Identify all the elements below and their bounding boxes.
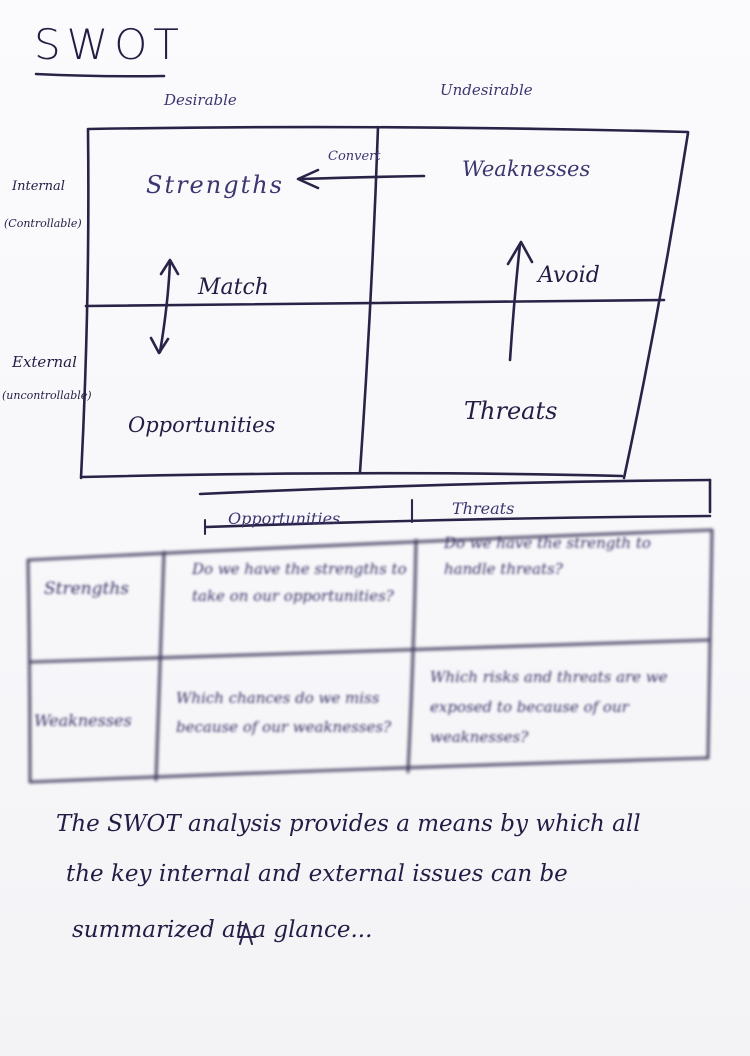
quadrant-weaknesses: Weaknesses bbox=[462, 157, 591, 181]
title-underline bbox=[34, 72, 166, 78]
note-line-1: The SWOT analysis provides a means by wh… bbox=[56, 811, 641, 837]
note-line-3: summarized at a glance... bbox=[72, 917, 373, 943]
swot-box-right bbox=[622, 131, 690, 480]
page-title: SWOT bbox=[34, 20, 185, 69]
row-external: External bbox=[12, 353, 77, 371]
avoid-arrow-head bbox=[506, 240, 534, 266]
quadrant-threats: Threats bbox=[464, 397, 558, 425]
swot-box-midvertical bbox=[358, 125, 380, 474]
swot-box-bottom bbox=[80, 471, 624, 479]
match-label: Match bbox=[198, 275, 269, 300]
matrix-header-top bbox=[198, 478, 712, 496]
row-internal: Internal bbox=[12, 179, 65, 194]
matrix-cell-so: Do we have the strengths to take on our … bbox=[192, 560, 407, 605]
quadrant-strengths: Strengths bbox=[146, 171, 284, 199]
note-scribble bbox=[236, 922, 257, 946]
matrix-row-weaknesses: Weaknesses bbox=[34, 711, 132, 730]
matrix-cell-wt: Which risks and threats are we exposed t… bbox=[430, 668, 668, 746]
column-desirable: Desirable bbox=[164, 91, 237, 109]
matrix-cell-wo: Which chances do we miss because of our … bbox=[176, 689, 392, 736]
matrix-header-bottom bbox=[204, 514, 712, 529]
column-undesirable: Undesirable bbox=[440, 81, 533, 99]
match-arrow bbox=[158, 260, 172, 354]
convert-arrow bbox=[298, 174, 426, 181]
matrix-grid bbox=[26, 528, 714, 784]
swot-box-midhorizontal bbox=[84, 298, 666, 308]
swot-box-top bbox=[86, 125, 690, 134]
match-arrow-head-up bbox=[159, 258, 180, 276]
convert-arrow-head bbox=[296, 168, 320, 190]
row-internal-sub: (Controllable) bbox=[4, 217, 82, 230]
row-external-sub: (uncontrollable) bbox=[2, 389, 92, 402]
avoid-label: Avoid bbox=[538, 263, 600, 288]
avoid-arrow bbox=[508, 242, 522, 362]
swot-box-left bbox=[79, 128, 90, 480]
note-line-2: the key internal and external issues can… bbox=[66, 861, 568, 887]
matrix-cell-st: Do we have the strength to handle threat… bbox=[444, 534, 651, 578]
convert-label: Convert bbox=[328, 149, 381, 164]
matrix-row-strengths: Strengths bbox=[44, 579, 129, 599]
quadrant-opportunities: Opportunities bbox=[128, 413, 276, 437]
matrix-col-threats: Threats bbox=[452, 499, 515, 518]
matrix-col-opportunities: Opportunities bbox=[228, 509, 341, 528]
match-arrow-head-down bbox=[149, 336, 170, 355]
